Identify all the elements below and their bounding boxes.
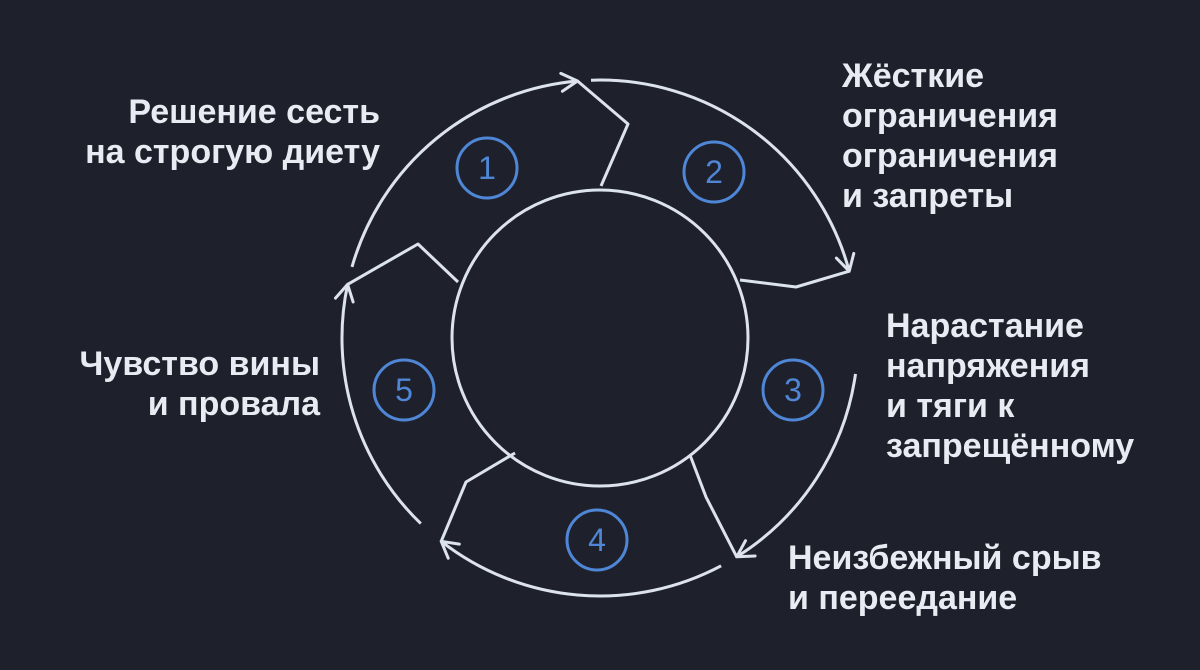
step-4-badge-ring (565, 508, 629, 572)
segment-divider-5 (346, 242, 460, 286)
outer-arc-4 (440, 540, 722, 598)
step-1-label-line-2: на строгую диету (85, 133, 380, 171)
step-1-label: Решение сесть на строгую диету (68, 92, 380, 172)
outer-arc-2 (590, 78, 851, 272)
step-5-label-line-2: и провала (147, 385, 320, 423)
step-badges: 1 2 3 4 5 (372, 136, 825, 572)
step-2-badge-ring (682, 140, 746, 204)
outer-arc-1 (350, 79, 578, 268)
arrowhead-5 (334, 282, 355, 304)
segment-divider-2 (739, 269, 850, 289)
step-2-number: 2 (705, 154, 723, 190)
step-2-label-line-4: и запреты (842, 177, 1014, 215)
step-1-badge-ring (455, 136, 519, 200)
step-1-number: 1 (478, 150, 496, 186)
step-3-label: Нарастание напряжения и тяги к запрещённ… (886, 306, 1134, 466)
step-5-number: 5 (395, 372, 413, 408)
segment-divider-3 (688, 454, 739, 558)
step-4-label-line-1: Неизбежный срыв (788, 539, 1102, 577)
step-5-badge-ring (372, 358, 436, 422)
step-3-label-line-4: запрещённому (886, 427, 1135, 465)
step-4-number: 4 (588, 522, 606, 558)
arrowhead-2 (834, 251, 856, 273)
step-1-badge: 1 (455, 136, 519, 200)
inner-circle (450, 188, 750, 488)
step-3-badge: 3 (761, 358, 825, 422)
step-5-label: Чувство вины и провала (68, 344, 320, 424)
arrowhead-4 (439, 539, 461, 560)
cycle-ring (340, 78, 857, 598)
step-3-number: 3 (784, 372, 802, 408)
outer-arc-3 (735, 373, 857, 559)
arrowhead-1 (559, 71, 579, 93)
step-3-badge-ring (761, 358, 825, 422)
step-3-label-line-3: и тяги к (886, 387, 1015, 425)
step-2-label-line-3: ограничения (842, 137, 1058, 175)
step-2-label-line-2: ограничения (842, 97, 1058, 135)
segment-divider-1 (576, 79, 630, 187)
cycle-arrows (334, 71, 856, 560)
step-5-label-line-1: Чувство вины (79, 345, 320, 383)
arrowhead-3 (735, 539, 757, 559)
step-2-label: Жёсткие ограничения ограничения и запрет… (842, 56, 1058, 216)
step-3-label-line-1: Нарастание (886, 307, 1084, 345)
step-4-badge: 4 (565, 508, 629, 572)
step-4-label: Неизбежный срыв и переедание (788, 538, 1102, 618)
outer-arc-5 (340, 284, 422, 525)
segment-divider-4 (439, 451, 516, 542)
step-2-label-line-1: Жёсткие (842, 57, 985, 95)
step-1-label-line-1: Решение сесть (128, 93, 380, 131)
step-4-label-line-2: и переедание (788, 579, 1018, 617)
step-5-badge: 5 (372, 358, 436, 422)
step-3-label-line-2: напряжения (886, 347, 1090, 385)
step-2-badge: 2 (682, 140, 746, 204)
